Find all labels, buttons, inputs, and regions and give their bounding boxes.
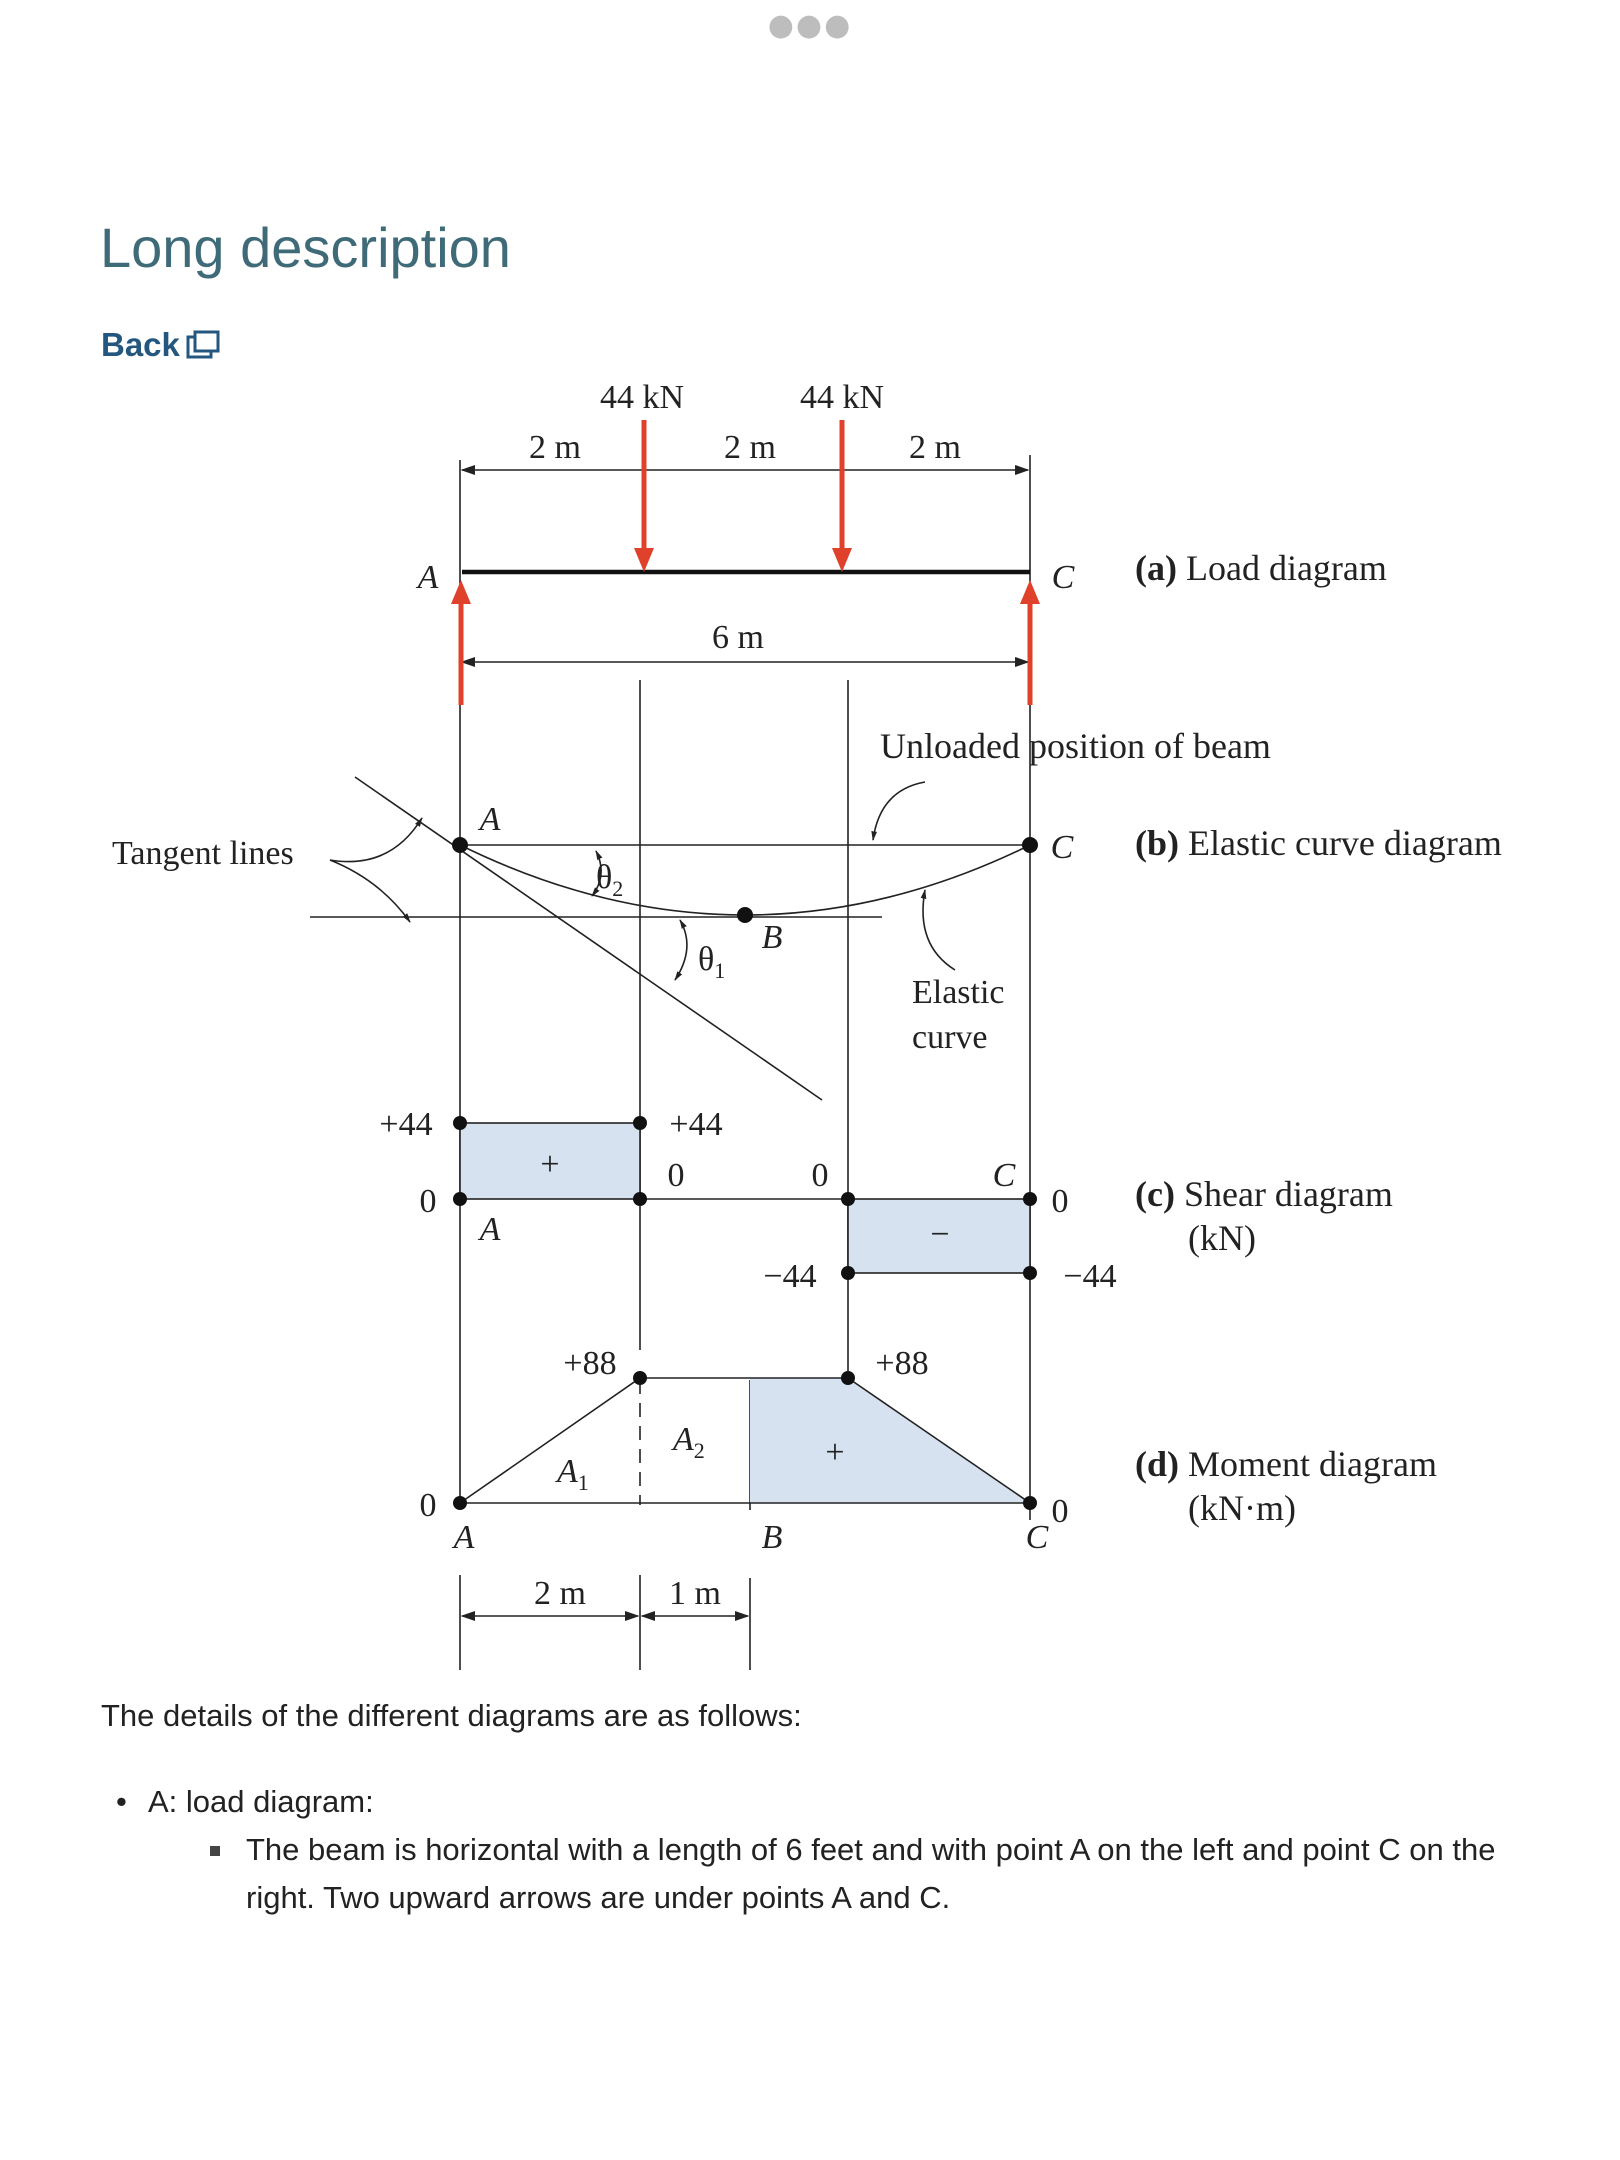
shear-positive-region [459, 1122, 641, 1200]
list-item-label: A: load diagram: [148, 1784, 374, 1819]
moment-area-2: A2 [671, 1421, 705, 1463]
shear-mid-top-value: +44 [669, 1106, 722, 1143]
span-1-label: 2 m [529, 429, 581, 466]
back-link-label: Back [101, 326, 180, 363]
theta-1-label: θ1 [698, 941, 725, 983]
moment-dim-2: 1 m [669, 1575, 721, 1612]
shear-caption: (c) Shear diagram [1135, 1174, 1393, 1214]
shear-left-top-value: +44 [379, 1106, 432, 1143]
elastic-curve-label-1: Elastic [912, 974, 1005, 1011]
moment-point-b: B [762, 1519, 783, 1556]
elastic-caption: (b) Elastic curve diagram [1135, 823, 1502, 863]
shear-diagram: +44 0 A + +44 0 0 −44 − C 0 −44 (c) Shea… [379, 1106, 1392, 1295]
shear-point-a: A [478, 1211, 501, 1248]
sub-list-item: The beam is horizontal with a length of … [148, 1826, 1540, 1922]
shear-plus-sign: + [540, 1146, 559, 1183]
unloaded-position-label: Unloaded position of beam [880, 726, 1271, 766]
tangent-line-a [354, 776, 823, 1101]
span-3-label: 2 m [909, 429, 961, 466]
span-total-label: 6 m [712, 619, 764, 656]
moment-caption: (d) Moment diagram [1135, 1444, 1437, 1484]
back-link[interactable]: Back [101, 326, 220, 364]
moment-diagram: +88 +88 0 A A1 A2 + B C 0 2 m 1 m (d) Mo… [420, 1345, 1437, 1622]
load-caption: (a) Load diagram [1135, 548, 1387, 588]
elastic-point-b: B [762, 919, 783, 956]
shear-end-negative: −44 [1063, 1258, 1116, 1295]
moment-point-a: A [452, 1519, 475, 1556]
shear-negative-region [847, 1198, 1031, 1274]
details-list: A: load diagram: The beam is horizontal … [100, 1778, 1540, 1922]
load-point-a: A [416, 559, 439, 596]
elastic-curve [459, 844, 1031, 916]
more-options-icon[interactable]: ●●● [767, 8, 853, 43]
sub-list: The beam is horizontal with a length of … [148, 1826, 1540, 1922]
theta-2-label: θ2 [596, 859, 623, 901]
elastic-point-a: A [478, 801, 501, 838]
load-diagram: 44 kN 44 kN 2 m 2 m 2 m 6 m A C (a) Load… [416, 379, 1387, 705]
moment-plus-sign: + [825, 1434, 844, 1471]
shear-end-zero: 0 [1052, 1183, 1069, 1220]
load-point-c: C [1052, 559, 1075, 596]
moment-area-1: A1 [555, 1453, 589, 1495]
moment-left-peak: +88 [563, 1345, 616, 1382]
list-item: A: load diagram: The beam is horizontal … [100, 1778, 1540, 1922]
shear-minus-sign: − [930, 1216, 949, 1253]
moment-end-zero: 0 [1052, 1493, 1069, 1530]
elastic-curve-label-2: curve [912, 1019, 988, 1056]
moment-dim-1: 2 m [534, 1575, 586, 1612]
shear-left-zero: 0 [420, 1183, 437, 1220]
span-2-label: 2 m [724, 429, 776, 466]
load-right-label: 44 kN [800, 379, 884, 416]
shear-right-zero: 0 [812, 1157, 829, 1194]
load-left-label: 44 kN [600, 379, 684, 416]
shear-point-c: C [993, 1157, 1016, 1194]
page-title: Long description [100, 216, 511, 279]
details-intro: The details of the different diagrams ar… [101, 1698, 802, 1733]
external-window-icon [186, 330, 220, 359]
moment-shaded-region [750, 1378, 1030, 1503]
shear-caption-unit: (kN) [1188, 1218, 1256, 1258]
moment-right-peak: +88 [875, 1345, 928, 1382]
moment-caption-unit: (kN·m) [1188, 1488, 1296, 1528]
tangent-lines-label: Tangent lines [112, 835, 294, 872]
shear-negative-value: −44 [763, 1258, 816, 1295]
moment-left-zero: 0 [420, 1487, 437, 1524]
elastic-curve-diagram: Unloaded position of beam Tangent lines … [112, 726, 1502, 1101]
shear-mid-zero: 0 [668, 1157, 685, 1194]
beam-figure: 44 kN 44 kN 2 m 2 m 2 m 6 m A C (a) Load… [112, 379, 1502, 1670]
moment-point-c: C [1026, 1519, 1049, 1556]
elastic-point-c: C [1051, 829, 1074, 866]
